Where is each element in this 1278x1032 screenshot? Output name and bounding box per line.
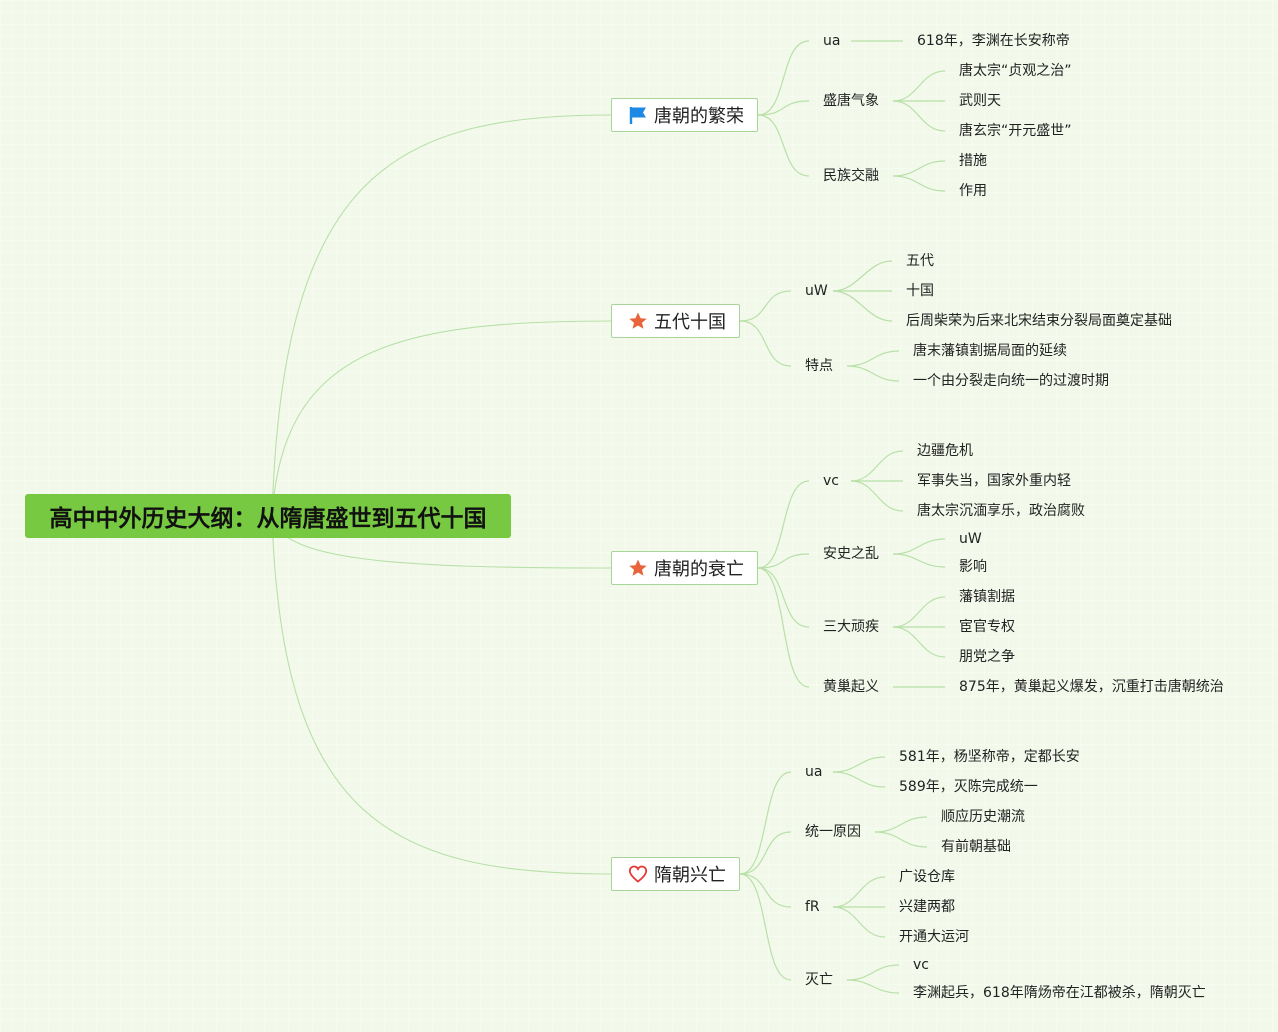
leaf-topic[interactable]: 后周柴荣为后来北宋结束分裂局面奠定基础	[906, 313, 1172, 329]
connector-line	[832, 290, 893, 322]
leaf-topic[interactable]: 作用	[959, 183, 987, 199]
leaf-topic[interactable]: 唐太宗沉湎享乐，政治腐败	[917, 503, 1085, 519]
branch-label: 唐朝的衰亡	[654, 559, 744, 580]
leaf-topic[interactable]: 875年，黄巢起义爆发，沉重打击唐朝统治	[959, 679, 1224, 695]
leaf-topic[interactable]: 唐末藩镇割据局面的延续	[913, 343, 1067, 359]
connector-line	[271, 114, 612, 518]
connector-line	[739, 320, 792, 367]
branch-label: 五代十国	[654, 312, 726, 333]
connector-line	[874, 831, 928, 848]
connector-line	[846, 350, 900, 367]
connector-line	[846, 964, 900, 981]
leaf-topic[interactable]: 五代	[906, 253, 934, 269]
connector-line	[757, 567, 810, 628]
leaf-topic[interactable]: 顺应历史潮流	[941, 809, 1025, 825]
connector-line	[739, 873, 792, 908]
subtopic[interactable]: vc	[823, 473, 839, 489]
connector-line	[739, 290, 792, 322]
leaf-topic[interactable]: 军事失当，国家外重内轻	[917, 473, 1071, 489]
subtopic[interactable]: 灭亡	[805, 972, 833, 988]
connector-line	[874, 816, 928, 833]
connector-line	[271, 516, 612, 875]
subtopic[interactable]: ua	[805, 764, 823, 780]
flag-icon	[628, 105, 648, 125]
connector-line	[739, 831, 792, 875]
connector-line	[757, 480, 810, 569]
connector-line	[892, 553, 946, 568]
subtopic[interactable]: ua	[823, 33, 841, 49]
leaf-topic[interactable]: 广设仓库	[899, 869, 955, 885]
branch-label: 唐朝的繁荣	[654, 106, 744, 127]
subtopic[interactable]: 特点	[805, 358, 833, 374]
connector-line	[846, 979, 900, 994]
leaf-topic[interactable]: 朋党之争	[959, 649, 1015, 665]
connector-line	[850, 450, 904, 482]
connector-line	[846, 365, 900, 382]
leaf-topic[interactable]: 宦官专权	[959, 619, 1015, 635]
branch-topic[interactable]: 五代十国	[611, 304, 740, 338]
connector-line	[832, 260, 893, 292]
leaf-topic[interactable]: 一个由分裂走向统一的过渡时期	[913, 373, 1109, 389]
subtopic[interactable]: uW	[805, 283, 828, 299]
subtopic[interactable]: 盛唐气象	[823, 93, 879, 109]
connector-line	[757, 100, 810, 116]
connector-line	[892, 160, 946, 177]
leaf-topic[interactable]: uW	[959, 531, 982, 547]
leaf-topic[interactable]: 李渊起兵，618年隋炀帝在江都被杀，隋朝灭亡	[913, 985, 1206, 1001]
leaf-topic[interactable]: 武则天	[959, 93, 1001, 109]
leaf-topic[interactable]: 措施	[959, 153, 987, 169]
star-icon	[628, 558, 648, 578]
connector-line	[832, 876, 886, 908]
star-icon	[628, 311, 648, 331]
heart-icon	[628, 864, 648, 884]
subtopic[interactable]: 统一原因	[805, 824, 861, 840]
leaf-topic[interactable]: 影响	[959, 559, 987, 575]
connector-line	[892, 70, 946, 102]
leaf-topic[interactable]: 藩镇割据	[959, 589, 1015, 605]
root-topic[interactable]: 高中中外历史大纲：从隋唐盛世到五代十国	[25, 494, 511, 538]
subtopic[interactable]: 黄巢起义	[823, 679, 879, 695]
branch-topic[interactable]: 隋朝兴亡	[611, 857, 740, 891]
leaf-topic[interactable]: 589年，灭陈完成统一	[899, 779, 1038, 795]
connector-line	[739, 771, 792, 875]
subtopic[interactable]: 三大顽疾	[823, 619, 879, 635]
connector-line	[271, 320, 612, 518]
leaf-topic[interactable]: 开通大运河	[899, 929, 969, 945]
connector-line	[832, 906, 886, 938]
leaf-topic[interactable]: 唐玄宗“开元盛世”	[959, 123, 1072, 139]
connector-line	[739, 873, 792, 981]
connector-line	[850, 480, 904, 512]
connector-line	[757, 114, 810, 177]
leaf-topic[interactable]: 兴建两都	[899, 899, 955, 915]
connector-line	[832, 771, 886, 788]
leaf-topic[interactable]: 581年，杨坚称帝，定都长安	[899, 749, 1080, 765]
subtopic[interactable]: 安史之乱	[823, 546, 879, 562]
branch-label: 隋朝兴亡	[654, 865, 726, 886]
leaf-topic[interactable]: 边疆危机	[917, 443, 973, 459]
leaf-topic[interactable]: 十国	[906, 283, 934, 299]
connector-line	[757, 567, 810, 688]
leaf-topic[interactable]: 有前朝基础	[941, 839, 1011, 855]
leaf-topic[interactable]: 唐太宗“贞观之治”	[959, 63, 1072, 79]
connector-line	[832, 756, 886, 773]
connector-line	[892, 538, 946, 555]
leaf-topic[interactable]: 618年，李渊在长安称帝	[917, 33, 1070, 49]
connector-line	[757, 553, 810, 569]
connector-line	[892, 100, 946, 132]
connector-line	[892, 626, 946, 658]
leaf-topic[interactable]: vc	[913, 957, 929, 973]
connector-line	[892, 175, 946, 192]
subtopic[interactable]: 民族交融	[823, 168, 879, 184]
branch-topic[interactable]: 唐朝的繁荣	[611, 98, 758, 132]
subtopic[interactable]: fR	[805, 899, 820, 915]
branch-topic[interactable]: 唐朝的衰亡	[611, 551, 758, 585]
connector-line	[757, 40, 810, 116]
connector-line	[892, 596, 946, 628]
